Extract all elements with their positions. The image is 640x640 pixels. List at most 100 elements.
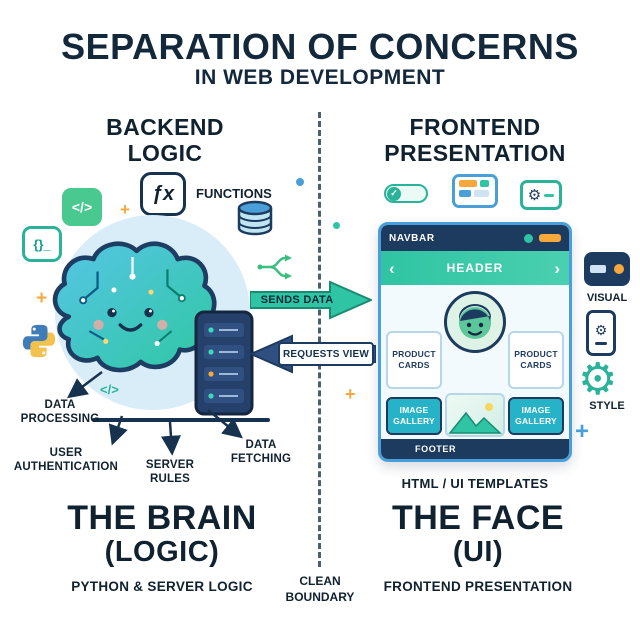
frontend-summary: THE FACE (UI) FRONTEND PRESENTATION (338, 500, 618, 595)
annotation-line: RULES (150, 473, 190, 486)
page-title: SEPARATION OF CONCERNS (61, 26, 579, 67)
base-line (92, 418, 270, 422)
gear-icon: ⚙ (578, 355, 618, 404)
functions-label: FUNCTIONS (196, 186, 272, 201)
annotation-data-processing: DATA PROCESSING (8, 398, 112, 427)
branch-icon (257, 254, 292, 280)
decor-dot (296, 178, 304, 186)
image-gallery-label: IMAGE GALLERY (515, 405, 557, 426)
annotation-user-authentication: USER AUTHENTICATION (0, 446, 132, 475)
functions-icon: ƒx (140, 172, 186, 216)
layout-row (459, 180, 491, 187)
backend-summary-caption: PYTHON & SERVER LOGIC (71, 579, 253, 595)
sends-data-arrow: SENDS DATA (249, 280, 374, 320)
clean-boundary-line: CLEAN (299, 574, 341, 588)
footer-label: FOOTER (415, 444, 457, 454)
browser-footer: FOOTER (381, 439, 569, 459)
product-cards-line: CARDS (398, 360, 430, 370)
layout-block (480, 180, 489, 187)
layout-grid-icon (452, 174, 498, 208)
code-small-icon: </> (100, 382, 119, 397)
frontend-heading: FRONTEND PRESENTATION (350, 114, 600, 167)
product-cards-left: PRODUCT CARDS (386, 331, 442, 389)
image-gallery-label: IMAGE GALLERY (393, 405, 435, 426)
server-icon (194, 310, 254, 416)
plus-icon: + (120, 200, 130, 219)
annotation-server-rules: SERVER RULES (130, 458, 210, 487)
clean-boundary-line: BOUNDARY (285, 589, 355, 604)
image-gallery-line: GALLERY (515, 416, 557, 426)
right-arrow-icon (249, 280, 374, 320)
settings-card-icon: ⚙ (520, 180, 562, 210)
backend-summary-title: THE BRAIN (67, 499, 257, 537)
mountains-icon (448, 403, 502, 434)
image-gallery-line: IMAGE (521, 405, 551, 416)
frontend-heading-line2: PRESENTATION (384, 140, 566, 167)
chevron-left-icon: ‹ (389, 258, 396, 278)
plus-icon: + (345, 384, 356, 404)
frontend-heading-line1: FRONTEND (409, 114, 541, 140)
templates-caption: HTML / UI TEMPLATES (401, 476, 549, 491)
avatar (444, 291, 506, 353)
chevron-right-icon: › (554, 258, 561, 278)
navbar-button (539, 234, 561, 242)
layout-row (459, 190, 491, 197)
sends-data-label: SENDS DATA (260, 294, 334, 306)
backend-heading: BACKEND LOGIC (40, 114, 290, 167)
backend-heading-line2: LOGIC (127, 140, 203, 167)
frontend-summary-subtitle: (UI) (452, 535, 504, 568)
plus-icon: + (36, 288, 48, 309)
layout-block (459, 190, 471, 197)
image-gallery-right: IMAGE GALLERY (508, 397, 564, 435)
annotation-line: FETCHING (230, 453, 292, 466)
browser-navbar: NAVBAR (381, 225, 569, 251)
clean-boundary-divider (318, 112, 321, 567)
annotation-line: PROCESSING (20, 413, 100, 426)
settings-bar (544, 193, 555, 197)
wallet-slot (590, 265, 606, 273)
backend-summary: THE BRAIN (LOGIC) PYTHON & SERVER LOGIC (22, 500, 302, 595)
browser-content: PRODUCT CARDS PRODUCT CARDS IMAGE GALLER… (381, 285, 569, 439)
python-icon (22, 324, 56, 358)
avatar-face-icon (449, 296, 501, 348)
database-icon (237, 200, 273, 236)
image-gallery-left: IMAGE GALLERY (386, 397, 442, 435)
backend-summary-subtitle: (LOGIC) (104, 535, 220, 568)
annotation-line: DATA (44, 399, 76, 411)
page-subtitle: IN WEB DEVELOPMENT (194, 66, 446, 89)
code-icon: </> (62, 188, 102, 226)
product-cards-label: PRODUCT CARDS (392, 349, 435, 370)
annotation-line: AUTHENTICATION (13, 461, 119, 474)
browser-header: ‹ HEADER › (381, 251, 569, 285)
annotation-data-fetching: DATA FETCHING (216, 438, 306, 467)
navbar-dot-icon (524, 233, 533, 243)
product-cards-line: PRODUCT (514, 349, 558, 360)
product-cards-label: PRODUCT CARDS (514, 349, 557, 370)
wallet-icon (584, 252, 630, 286)
clean-boundary-label: CLEAN BOUNDARY (282, 574, 358, 606)
annotation-line: USER (49, 447, 83, 459)
requests-view-arrow: REQUESTS VIEW (246, 334, 377, 374)
plus-icon: + (575, 418, 590, 445)
phone-icon: ⚙ (586, 310, 616, 356)
navbar-label: NAVBAR (389, 232, 435, 244)
browser-window: NAVBAR ‹ HEADER › (378, 222, 572, 462)
annotation-line: DATA (245, 439, 277, 451)
product-cards-line: PRODUCT (392, 349, 436, 360)
product-cards-right: PRODUCT CARDS (508, 331, 564, 389)
layout-block (474, 190, 489, 197)
gear-icon: ⚙ (594, 321, 608, 338)
product-cards-line: CARDS (520, 360, 552, 370)
decor-dot (333, 222, 340, 229)
visual-label: VISUAL (586, 292, 628, 304)
wallet-dot (614, 264, 624, 274)
annotation-line: SERVER (145, 459, 195, 471)
image-gallery-line: GALLERY (393, 416, 435, 426)
brain-illustration (52, 241, 217, 373)
annotation-arrows (67, 371, 243, 456)
layout-block (459, 180, 477, 187)
style-label: STYLE (589, 400, 625, 412)
gear-icon: ⚙ (527, 187, 542, 204)
phone-home-bar (595, 341, 607, 345)
